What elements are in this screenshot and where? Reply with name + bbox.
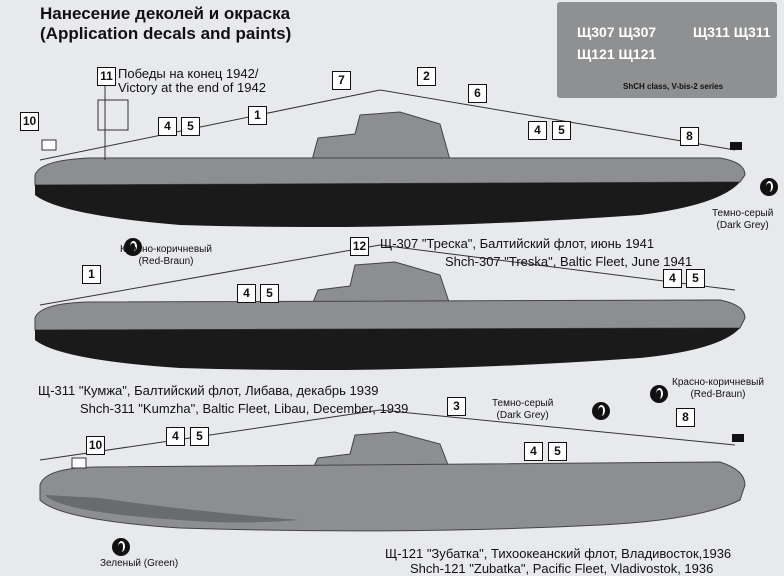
callout: 4 — [528, 121, 547, 140]
paint-name-en: (Dark Grey) — [496, 410, 549, 421]
callout: 8 — [676, 408, 695, 427]
callout: 11 — [97, 67, 116, 86]
caption-en: Shch-311 "Kumzha", Baltic Fleet, Libau, … — [80, 401, 409, 416]
callout: 4 — [663, 269, 682, 288]
callout: 5 — [548, 442, 567, 461]
paint-icon — [592, 402, 610, 420]
callout: 1 — [82, 265, 101, 284]
paint-green-label: Зеленый (Green) — [100, 558, 179, 569]
callout: 5 — [260, 284, 279, 303]
callout: 4 — [237, 284, 256, 303]
callout: 5 — [181, 117, 200, 136]
caption-ru: Щ-121 "Зубатка", Тихоокеанский флот, Вла… — [385, 546, 732, 561]
caption-ru: Щ-307 "Треска", Балтийский флот, июнь 19… — [380, 236, 655, 251]
callout: 10 — [20, 112, 39, 131]
paint-red-braun-label: Красно-коричневый(Red-Braun) — [120, 244, 212, 268]
decal-hull-121: Щ121 Щ121 — [577, 46, 657, 62]
victory-note-ru: Победы на конец 1942/ — [118, 66, 259, 81]
callout: 10 — [86, 436, 105, 455]
submarine-shch-311 — [34, 244, 746, 371]
decal-hull-311: Щ311 Щ311 — [693, 24, 771, 40]
title-ru: Нанесение деколей и окраска — [40, 4, 291, 23]
paint-name-en: (Dark Grey) — [716, 220, 769, 231]
callout: 4 — [158, 117, 177, 136]
callout: 5 — [552, 121, 571, 140]
callout: 5 — [190, 427, 209, 446]
decal-hull-307: Щ307 Щ307 — [577, 24, 657, 40]
callout: 8 — [680, 127, 699, 146]
caption-ru: Щ-311 "Кумжа", Балтийский флот, Либава, … — [38, 383, 379, 398]
paint-name-ru: Красно-коричневый — [120, 244, 212, 255]
paint-icon — [760, 178, 778, 196]
paint-dark-grey-label: Темно-серый(Dark Grey) — [712, 208, 773, 232]
callout: 4 — [166, 427, 185, 446]
callout: 2 — [417, 67, 436, 86]
submarine-shch-307 — [34, 85, 746, 228]
victory-note-en: Victory at the end of 1942 — [118, 80, 266, 95]
submarine-shch-121 — [39, 409, 746, 532]
callout: 1 — [248, 106, 267, 125]
callout: 3 — [447, 397, 466, 416]
paint-name-ru: Красно-коричневый — [672, 377, 764, 388]
title-en: (Application decals and paints) — [40, 24, 292, 43]
paint-icon — [124, 238, 142, 256]
callout: 4 — [524, 442, 543, 461]
caption-en: Shch-121 "Zubatka", Pacific Fleet, Vladi… — [410, 561, 714, 576]
decal-sheet: Щ307 Щ307 Щ311 Щ311 Щ121 Щ121 ShCH class… — [557, 2, 777, 98]
paint-name-ru: Темно-серый — [492, 398, 554, 409]
paint-icon — [650, 385, 668, 403]
paint-name-ru: Темно-серый — [712, 208, 774, 219]
paint-name-en: (Red-Braun) — [138, 256, 194, 267]
paint-dark-grey-label: Темно-серый(Dark Grey) — [492, 398, 553, 422]
decal-footer: ShCH class, V-bis-2 series — [623, 82, 724, 91]
caption-en: Shch-307 "Treska", Baltic Fleet, June 19… — [445, 254, 693, 269]
callout: 12 — [350, 237, 369, 256]
paint-red-braun-label: Красно-коричневый(Red-Braun) — [672, 377, 764, 401]
callout: 5 — [686, 269, 705, 288]
paint-icon — [112, 538, 130, 556]
callout: 7 — [332, 71, 351, 90]
callout: 6 — [468, 84, 487, 103]
paint-name-en: (Red-Braun) — [690, 389, 746, 400]
